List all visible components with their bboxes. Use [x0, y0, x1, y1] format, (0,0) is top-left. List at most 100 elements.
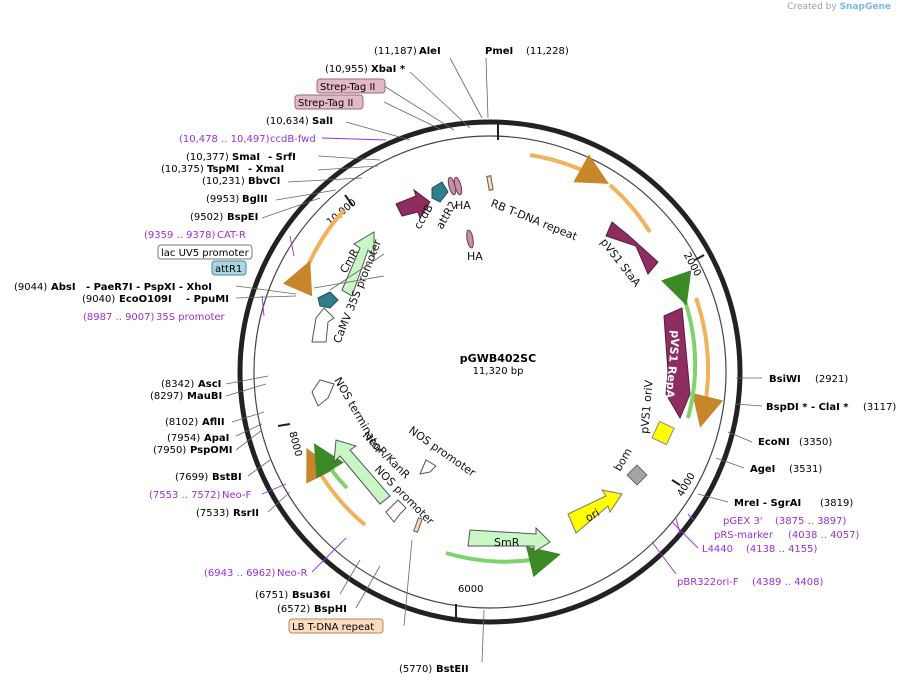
- site-label: AflII: [202, 417, 225, 428]
- label-ori: ori: [583, 506, 602, 524]
- site-label: BstEII: [436, 664, 469, 675]
- site-pos: (8102): [165, 417, 198, 428]
- site-maubi[interactable]: (8297) MauBI: [150, 391, 222, 402]
- feature-strep-tag-2[interactable]: [453, 176, 463, 196]
- feature-smr[interactable]: [467, 526, 551, 553]
- site-bspdi[interactable]: BspDI * - ClaI * (3117): [766, 402, 896, 413]
- label-attr1[interactable]: attR1: [215, 264, 242, 275]
- tick-label-6000: 6000: [458, 584, 483, 595]
- feature-attr1[interactable]: [317, 291, 339, 309]
- site-label: EcoO109I: [119, 294, 172, 305]
- site-bbvci[interactable]: (10,231) BbvCI: [202, 176, 280, 187]
- site-asci[interactable]: (8342) AscI: [161, 379, 221, 390]
- plasmid-size: 11,320 bp: [473, 366, 524, 377]
- feature-ccdb[interactable]: [395, 188, 431, 220]
- site-absi[interactable]: (9044) AbsI - PaeR7I - PspXI - XhoI: [14, 282, 212, 293]
- feature-lb-repeat[interactable]: [413, 517, 423, 533]
- site-sali[interactable]: (10,634) SalI: [266, 116, 333, 127]
- feature-neo-kan[interactable]: [333, 439, 391, 505]
- plasmid-name: pGWB402SC: [460, 352, 536, 365]
- feature-nos-terminator[interactable]: [311, 379, 335, 407]
- feature-rb-repeat[interactable]: [486, 175, 494, 191]
- site-pos: (6572): [277, 604, 310, 615]
- primer-label: CAT-R: [217, 230, 246, 241]
- site-alei[interactable]: (11,187) AleI: [374, 46, 441, 57]
- site-pmei[interactable]: PmeI (11,228): [485, 46, 569, 57]
- snapgene-credit: Created by SnapGene: [787, 2, 891, 12]
- snapgene-brand: SnapGene: [839, 2, 891, 12]
- credit-prefix: Created by: [787, 2, 837, 12]
- label-lac-uv5-promoter[interactable]: lac UV5 promoter: [161, 248, 250, 259]
- site-bglii[interactable]: (9953) BglII: [206, 194, 268, 205]
- site-label: PmeI: [485, 46, 513, 57]
- leader-lines: [225, 57, 763, 663]
- site-pos: (7954): [167, 433, 200, 444]
- feature-pvs1-oriv[interactable]: [651, 420, 675, 446]
- site-label: BspEI: [227, 212, 258, 223]
- site-bsiwi[interactable]: BsiWI (2921): [769, 374, 848, 385]
- site-pos: (11,228): [526, 46, 569, 57]
- site-tspmi[interactable]: (10,375) TspMI - XmaI: [161, 164, 284, 175]
- primer-l4440[interactable]: L4440 (4138 .. 4155): [702, 544, 818, 555]
- label-ha-1: HA: [455, 199, 471, 212]
- site-bsteii[interactable]: (5770) BstEII: [399, 664, 469, 675]
- primer-pgex-3[interactable]: pGEX 3' (3875 .. 3897): [723, 516, 847, 527]
- site-econi[interactable]: EcoNI (3350): [758, 437, 832, 448]
- feature-bom[interactable]: [626, 464, 648, 486]
- primer-label: Neo-F: [222, 490, 252, 501]
- label-ha-2: HA: [467, 250, 483, 263]
- primer-prs-marker[interactable]: pRS-marker (4038 .. 4057): [714, 530, 860, 541]
- primer-ccdb-fwd[interactable]: (10,478 .. 10,497) ccdB-fwd: [179, 134, 316, 145]
- site-pos: (7950): [153, 445, 186, 456]
- site-label: AgeI: [750, 464, 775, 475]
- site-bspei[interactable]: (9502) BspEI: [190, 212, 258, 223]
- site-agei[interactable]: AgeI (3531): [750, 464, 822, 475]
- site-label: Bsu36I: [292, 590, 330, 601]
- feature-pvs1-staa[interactable]: [605, 221, 659, 275]
- site-pos: (3819): [820, 498, 853, 509]
- feature-nos-promoter[interactable]: [419, 459, 437, 475]
- site-extra: - XmaI: [248, 164, 284, 175]
- label-lb-t-dna-repeat[interactable]: LB T-DNA repeat: [292, 622, 374, 633]
- label-strep-tag-2[interactable]: Strep-Tag II: [298, 98, 353, 109]
- site-pos: (3350): [799, 437, 832, 448]
- site-label: AbsI: [51, 282, 76, 293]
- label-pvs1-repa: pVS1 RepA: [663, 330, 682, 399]
- feature-ha[interactable]: [465, 229, 474, 249]
- primer-pbr322ori-f[interactable]: pBR322ori-F (4389 .. 4408): [677, 577, 824, 588]
- site-pspomi[interactable]: (7950) PspOMI: [153, 445, 232, 456]
- label-strep-tag-1[interactable]: Strep-Tag II: [320, 82, 375, 93]
- site-apai[interactable]: (7954) ApaI: [167, 433, 229, 444]
- primer-label: pBR322ori-F: [677, 577, 739, 588]
- label-smr: SmR: [494, 536, 520, 549]
- site-label: ApaI: [204, 433, 229, 444]
- site-smai[interactable]: (10,377) SmaI - SrfI: [186, 152, 296, 163]
- boxed-labels: Strep-Tag II Strep-Tag II lac UV5 promot…: [157, 78, 386, 634]
- feature-ori[interactable]: [567, 489, 623, 534]
- primer-neo-f[interactable]: (7553 .. 7572) Neo-F: [149, 490, 252, 501]
- site-label: BspHI: [314, 604, 347, 615]
- primer-range: (4138 .. 4155): [746, 544, 818, 555]
- primer-neo-r[interactable]: (6943 .. 6962) Neo-R: [204, 568, 308, 579]
- feature-attr2[interactable]: [431, 181, 449, 203]
- site-eco109i[interactable]: (9040) EcoO109I - PpuMI: [82, 294, 229, 305]
- feature-pvs1-repa[interactable]: [663, 307, 691, 420]
- site-pos: (7533): [196, 508, 229, 519]
- site-bsu36i[interactable]: (6751) Bsu36I: [255, 590, 330, 601]
- site-bsphi[interactable]: (6572) BspHI: [277, 604, 347, 615]
- label-nos-promoter-inner: NOS promoter: [406, 424, 478, 480]
- feature-nos-promoter-small[interactable]: [385, 499, 407, 523]
- site-bstbi[interactable]: (7699) BstBI: [175, 472, 242, 483]
- site-xbai[interactable]: (10,955) XbaI *: [325, 64, 406, 75]
- site-rsrii[interactable]: (7533) RsrII: [196, 508, 259, 519]
- site-mrei[interactable]: MreI - SgrAI (3819): [734, 498, 853, 509]
- feature-camv-35s-promoter[interactable]: [311, 307, 335, 343]
- primer-35s-promoter[interactable]: (8987 .. 9007) 35S promoter: [83, 312, 226, 323]
- ticks: [277, 122, 705, 620]
- site-aflii[interactable]: (8102) AflII: [165, 417, 225, 428]
- site-pos: (9502): [190, 212, 223, 223]
- primer-label: pGEX 3': [723, 516, 763, 527]
- primer-cat-r[interactable]: (9359 .. 9378) CAT-R: [144, 230, 246, 241]
- site-label: BstBI: [212, 472, 242, 483]
- feature-cmr[interactable]: [341, 231, 375, 297]
